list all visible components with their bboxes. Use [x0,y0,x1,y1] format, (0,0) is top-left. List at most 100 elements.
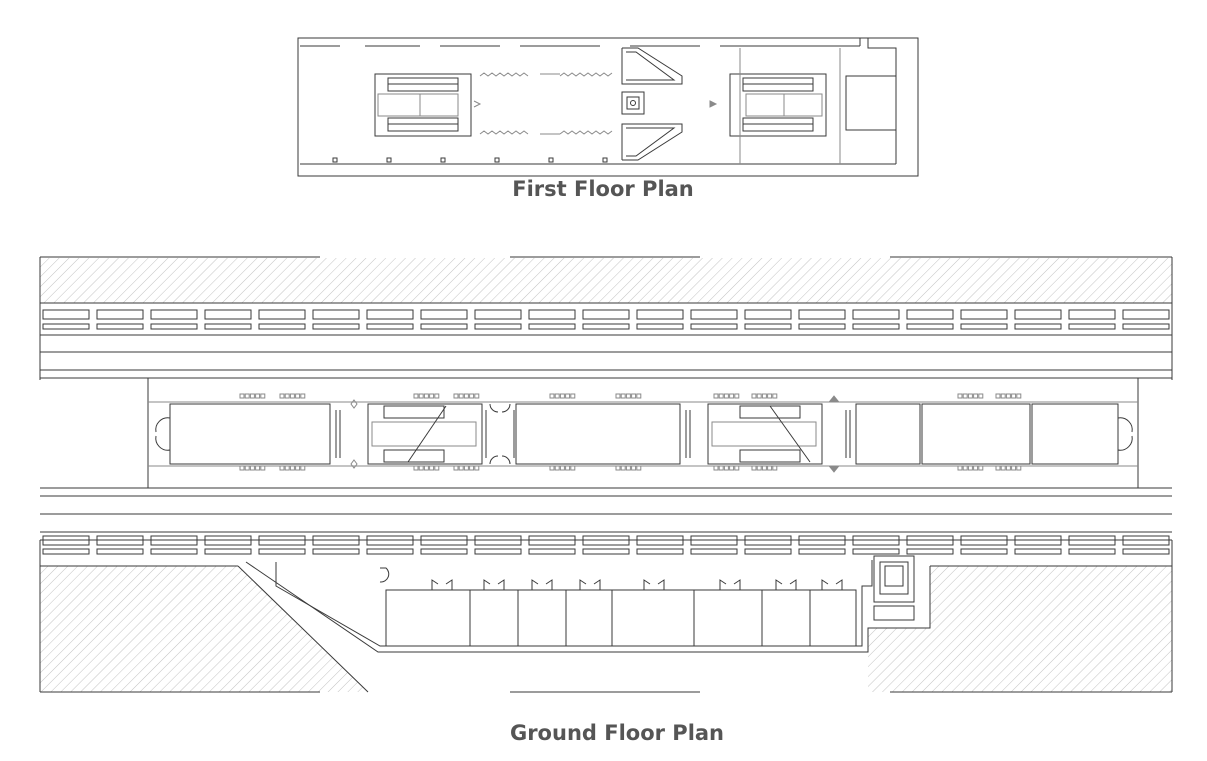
bench-seat [772,465,778,471]
seat [1068,535,1116,546]
seat-back [204,548,252,555]
seat-back [744,548,792,555]
seat-back [420,548,468,555]
seat [258,309,306,320]
bench-seat [718,393,724,399]
bench-seat [279,465,285,471]
bench-seat [423,465,429,471]
seat-back [258,548,306,555]
seat-back [366,548,414,555]
seat [474,309,522,320]
bench-seat [429,393,435,399]
seat-back [1068,548,1116,555]
first-floor-columns [332,157,608,163]
seat [420,309,468,320]
seat [906,535,954,546]
seat [204,309,252,320]
seat [798,535,846,546]
bench-seat [723,393,729,399]
bench-seat [418,465,424,471]
bench-seat [636,465,642,471]
seat [42,309,90,320]
seat-back [852,548,900,555]
bench-seat [474,393,480,399]
bench-seat [761,465,767,471]
bench-seat [620,393,626,399]
escalator-group-west [374,73,482,137]
seat-back [798,323,846,330]
seat [42,535,90,546]
bench-seat [284,465,290,471]
bench-seat [767,465,773,471]
seat-back [150,323,198,330]
bench-seat [453,393,459,399]
bench-seat [772,393,778,399]
seat [528,535,576,546]
seat [258,535,306,546]
track-north [40,334,1172,379]
bench-seat [756,393,762,399]
seat [1014,535,1062,546]
bench-seat [295,393,301,399]
bench-seat [751,393,757,399]
seat [852,309,900,320]
seat-back [312,323,360,330]
first-floor-outline [297,37,919,177]
bench-seat [625,465,631,471]
bench-seat [429,465,435,471]
seat-back [636,548,684,555]
seat [312,535,360,546]
bench-seat [570,465,576,471]
bench-seat [565,465,571,471]
bench-seat [255,465,261,471]
seat [582,309,630,320]
ground-floor-boundary [39,256,1173,693]
bench-seat [453,465,459,471]
bench-seat [570,393,576,399]
bench-seat [279,393,285,399]
bench-seat [978,393,984,399]
bench-seat [559,393,565,399]
bench-seat [978,465,984,471]
bench-seat [284,393,290,399]
bench-seat [244,465,250,471]
bench-seat [995,465,1001,471]
bench-seat [255,393,261,399]
bench-seat [554,465,560,471]
seat-back [258,323,306,330]
seat-back [1122,323,1170,330]
bench-seat [734,465,740,471]
control-room [621,47,718,161]
bench-seat [734,393,740,399]
seat [960,535,1008,546]
seat [582,535,630,546]
bench-seat [239,393,245,399]
bench-seat [418,393,424,399]
bench-seat [559,465,565,471]
bench-seat [434,465,440,471]
bench-seat [458,393,464,399]
seat [312,309,360,320]
bench-seat [469,465,475,471]
barrier-north [479,72,613,77]
bench-seat [962,393,968,399]
seat [690,309,738,320]
seat [906,309,954,320]
seat-back [474,323,522,330]
seat [1122,309,1170,320]
bench-seat [729,465,735,471]
bench-seat [1016,393,1022,399]
bench-seat [289,393,295,399]
seat [474,535,522,546]
seat [420,535,468,546]
bench-seat [967,465,973,471]
seat [366,535,414,546]
bench-seat [565,393,571,399]
bench-seat [718,465,724,471]
hatch-southeast [868,566,1172,692]
bench-seat [289,465,295,471]
bench-seat [458,465,464,471]
seat-back [582,323,630,330]
bench-seat [413,465,419,471]
south-concourse [237,555,931,693]
